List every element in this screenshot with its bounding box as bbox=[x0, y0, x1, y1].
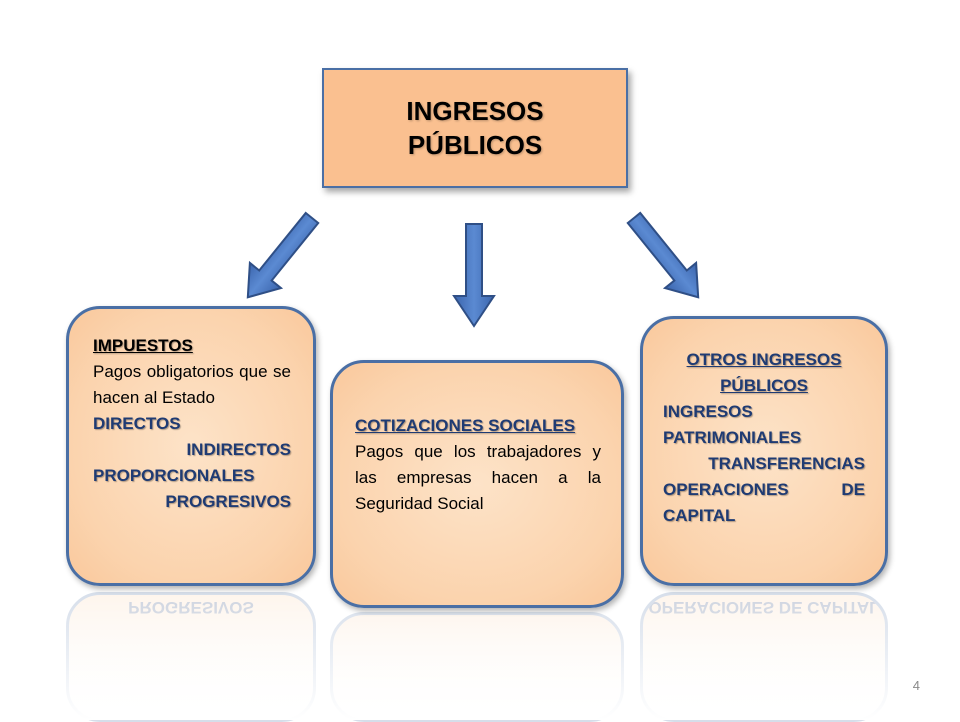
title-line-1: INGRESOS bbox=[406, 96, 544, 126]
type-progresivos: PROGRESIVOS bbox=[165, 492, 291, 511]
cotizaciones-description: Pagos que los trabajadores y las empresa… bbox=[355, 442, 601, 513]
impuestos-heading: IMPUESTOS bbox=[93, 336, 193, 355]
title-line-2: PÚBLICOS bbox=[407, 130, 543, 160]
cotizaciones-heading: COTIZACIONES SOCIALES bbox=[355, 416, 576, 435]
type-directos: DIRECTOS bbox=[93, 414, 181, 433]
middle-card-reflection bbox=[330, 612, 624, 722]
impuestos-description: Pagos obligatorios que se hacen al Estad… bbox=[93, 362, 291, 407]
item-ingresos-patrimoniales: INGRESOS PATRIMONIALES bbox=[663, 402, 802, 447]
item-operaciones-de-capital: OPERACIONES DE CAPITAL bbox=[663, 477, 865, 529]
impuestos-card: IMPUESTOS Pagos obligatorios que se hace… bbox=[66, 306, 316, 586]
arrow-down-icon bbox=[452, 223, 496, 328]
left-reflection-text: PROGRESIVOS bbox=[128, 598, 254, 617]
otros-heading-line-1: OTROS INGRESOS bbox=[686, 350, 842, 369]
type-indirectos: INDIRECTOS bbox=[186, 440, 291, 459]
right-card-reflection: OPERACIONES DE CAPITAL bbox=[640, 592, 888, 722]
right-reflection-text: OPERACIONES DE CAPITAL bbox=[648, 598, 880, 617]
arrow-left-icon bbox=[246, 211, 320, 299]
cotizaciones-card: COTIZACIONES SOCIALES Pagos que los trab… bbox=[330, 360, 624, 608]
type-proporcionales: PROPORCIONALES bbox=[93, 466, 255, 485]
arrow-right-icon bbox=[626, 211, 700, 299]
title-box: INGRESOS PÚBLICOS bbox=[322, 68, 628, 188]
page-number: 4 bbox=[912, 678, 920, 693]
otros-heading-line-2: PÚBLICOS bbox=[720, 376, 808, 395]
item-transferencias: TRANSFERENCIAS bbox=[708, 454, 865, 473]
left-card-reflection: PROGRESIVOS bbox=[66, 592, 316, 722]
item-operaciones-de-capital-text: OPERACIONES DE CAPITAL bbox=[663, 480, 865, 525]
otros-ingresos-card: OTROS INGRESOS PÚBLICOS INGRESOS PATRIMO… bbox=[640, 316, 888, 586]
